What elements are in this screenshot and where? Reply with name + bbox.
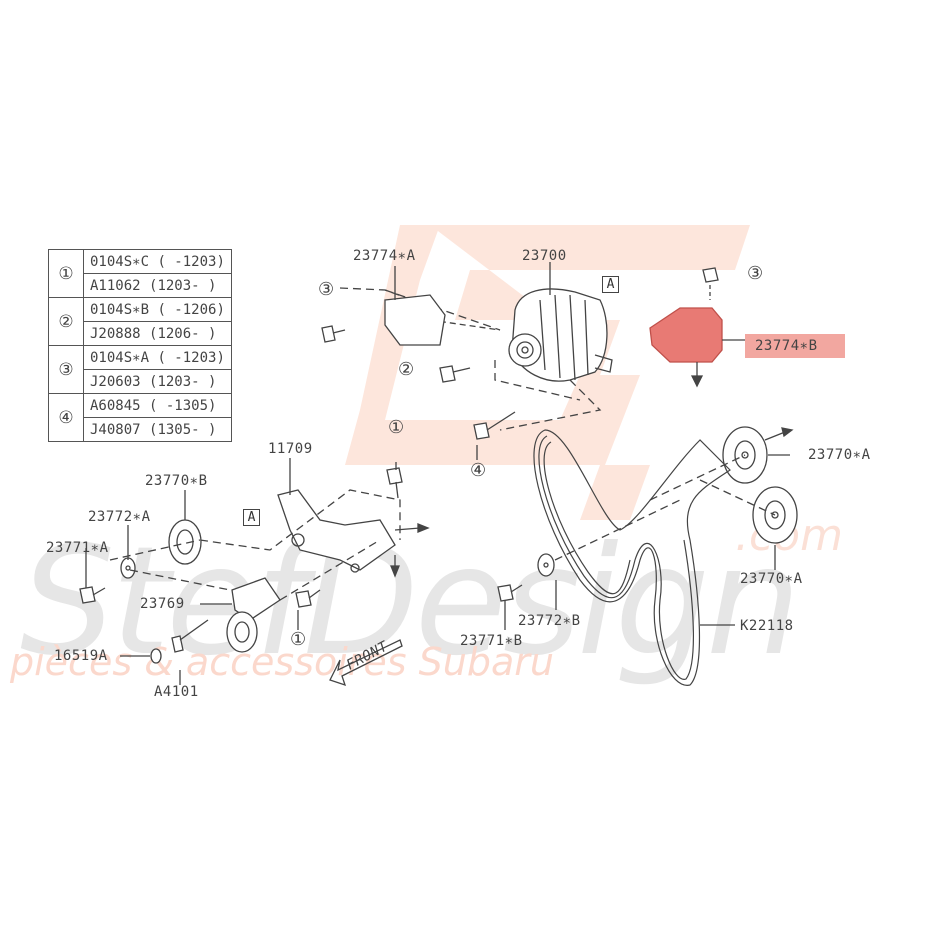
marker-3-callout: ③ — [318, 279, 335, 300]
label-23769: 23769 — [140, 596, 185, 612]
date-range: ( -1203) — [157, 253, 225, 270]
marker-2: ② — [48, 297, 84, 346]
alternator-cover-a — [384, 294, 446, 346]
alternator-cover-b-highlighted — [649, 307, 723, 363]
serpentine-belt-k22118 — [533, 429, 731, 686]
marker-1: ① — [48, 249, 84, 298]
reference-box-a: A — [602, 276, 619, 293]
part-number: J40807 — [90, 421, 141, 438]
date-range: (1203- ) — [149, 373, 217, 390]
date-range: ( -1305) — [149, 397, 217, 414]
front-arrow — [329, 639, 403, 687]
label-k22118: K22118 — [740, 618, 794, 634]
date-range: (1206- ) — [149, 325, 217, 342]
marker-3: ③ — [48, 345, 84, 394]
fastener-reference-table: ① 0104S∗C ( -1203) A11062 (1203- ) ② 0104S… — [48, 249, 232, 442]
label-11709: 11709 — [268, 441, 313, 457]
part-number: J20888 — [90, 325, 141, 342]
label-23771b: 23771∗B — [460, 633, 523, 649]
marker-3-callout: ③ — [747, 263, 764, 284]
watermark-tagline: pièces & accessoires Subaru — [10, 640, 554, 684]
label-23771a: 23771∗A — [46, 540, 109, 556]
label-23770b: 23770∗B — [145, 473, 208, 489]
label-23774a: 23774∗A — [353, 248, 416, 264]
marker-2-callout: ② — [398, 359, 415, 380]
part-number: 0104S∗A — [90, 349, 150, 366]
idler-pulley-23770b — [168, 519, 202, 565]
part-number: A60845 — [90, 397, 141, 414]
washer-23772a — [120, 557, 136, 579]
label-23770a-top: 23770∗A — [808, 447, 871, 463]
part-number: 0104S∗C — [90, 253, 150, 270]
part-number: J20603 — [90, 373, 141, 390]
label-a4101: A4101 — [154, 684, 199, 700]
tensioner-bracket — [277, 489, 396, 571]
date-range: ( -1206) — [157, 301, 225, 318]
watermark-brand: StefDesign — [20, 515, 801, 689]
date-range: (1305- ) — [149, 421, 217, 438]
label-23772a: 23772∗A — [88, 509, 151, 525]
label-23700: 23700 — [522, 248, 567, 264]
date-range: (1203- ) — [149, 277, 217, 294]
label-23770a-bottom: 23770∗A — [740, 571, 803, 587]
washer-23772b — [537, 553, 555, 577]
marker-1-callout: ① — [388, 417, 405, 438]
alternator — [508, 288, 613, 382]
date-range: ( -1203) — [157, 349, 225, 366]
marker-4: ④ — [48, 393, 84, 442]
marker-4-callout: ④ — [470, 460, 487, 481]
highlighted-part-label-bg — [745, 334, 845, 358]
label-16519a: 16519A — [54, 648, 108, 664]
label-23774b: 23774∗B — [755, 338, 818, 354]
tensioner-23769 — [226, 577, 281, 653]
label-23772b: 23772∗B — [518, 613, 581, 629]
marker-1-callout: ① — [290, 629, 307, 650]
part-number: A11062 — [90, 277, 141, 294]
reference-box-a: A — [243, 509, 260, 526]
part-number: 0104S∗B — [90, 301, 150, 318]
